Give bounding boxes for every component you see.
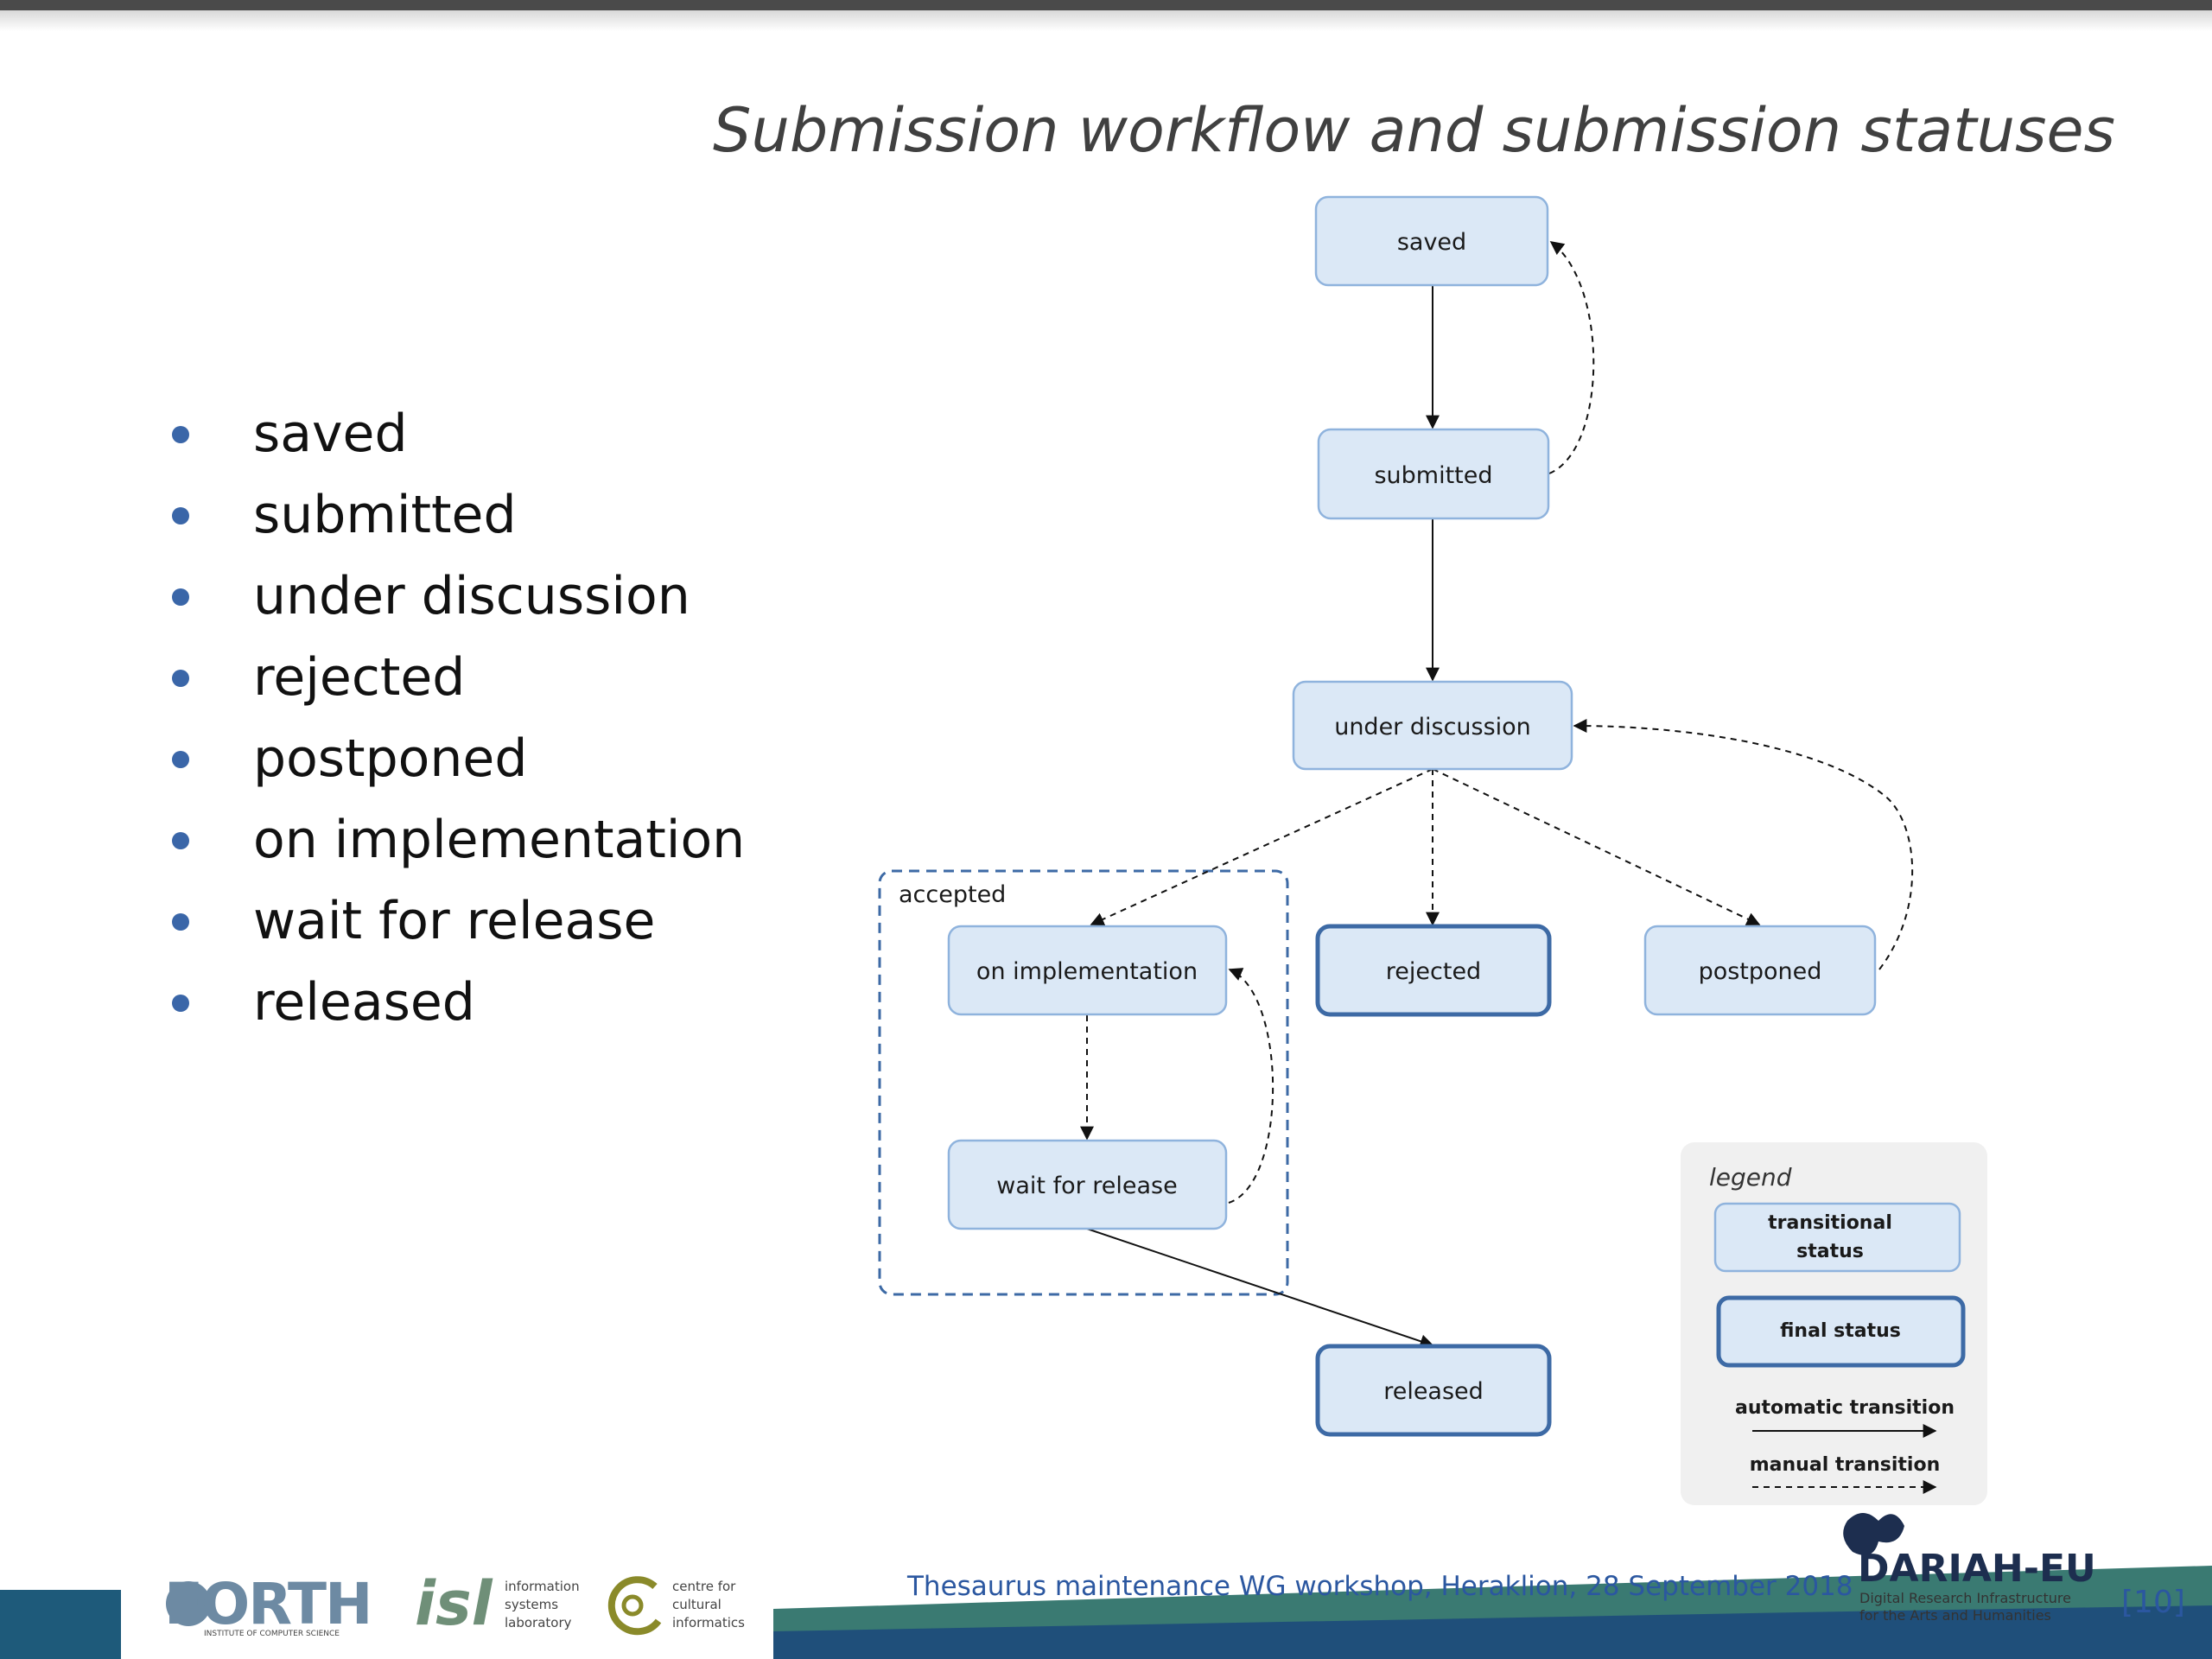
node-submitted: submitted <box>1317 428 1550 520</box>
legend-transitional-swatch <box>1713 1202 1961 1273</box>
accepted-group-label: accepted <box>899 881 1006 908</box>
accepted-group-border <box>878 869 1289 1296</box>
cci-logo-icon <box>607 1576 662 1636</box>
cci-logo-inner-icon <box>621 1594 644 1617</box>
bullet-icon <box>172 670 189 687</box>
node-label: rejected <box>1386 958 1481 985</box>
bullet-icon <box>172 913 189 931</box>
dariah-flower-icon <box>1843 1513 1904 1555</box>
edge-wait-released <box>1086 1228 1434 1348</box>
legend-final-swatch <box>1716 1295 1966 1368</box>
legend-transitional-label: transitional <box>1768 1212 1892 1234</box>
legend-final-label: final status <box>1780 1320 1901 1342</box>
status-list: saved submitted under discussion rejecte… <box>168 393 745 1043</box>
node-saved: saved <box>1314 195 1549 287</box>
bullet-icon <box>172 588 189 606</box>
list-item-label: under discussion <box>253 566 690 626</box>
list-item: postponed <box>168 718 745 799</box>
isl-logo-subtitle: information systems laboratory <box>505 1579 580 1630</box>
footer-left-block <box>0 1590 121 1659</box>
node-on-implementation: on implementation <box>947 925 1228 1016</box>
node-under-discussion: under discussion <box>1292 680 1573 771</box>
node-label: released <box>1383 1378 1484 1405</box>
legend: legend transitional status final status … <box>1681 1142 1987 1505</box>
list-item-label: released <box>253 972 475 1033</box>
bullet-icon <box>172 832 189 849</box>
bullet-icon <box>172 426 189 443</box>
edge-discussion-implementation <box>1090 768 1433 926</box>
isl-logo: isl <box>415 1568 493 1639</box>
edges <box>1080 241 1914 1348</box>
dariah-logo-subtitle: Digital Research Infrastructure for the … <box>1859 1590 2071 1624</box>
footer-band-blue <box>773 1605 2212 1659</box>
node-label: saved <box>1397 229 1466 256</box>
accepted-group: accepted <box>878 869 1289 1296</box>
list-item: saved <box>168 393 745 474</box>
node-released: released <box>1315 1344 1552 1437</box>
bullet-icon <box>172 995 189 1012</box>
edge-postponed-discussion <box>1573 719 1914 970</box>
node-label: wait for release <box>996 1173 1177 1199</box>
footer-event-text: Thesaurus maintenance WG workshop, Herak… <box>907 1571 1853 1602</box>
bullet-icon <box>172 507 189 524</box>
list-item: rejected <box>168 637 745 718</box>
list-item: wait for release <box>168 880 745 962</box>
edge-discussion-postponed <box>1432 768 1761 926</box>
node-label: on implementation <box>976 958 1198 985</box>
cci-logo-subtitle: centre for cultural informatics <box>672 1579 745 1630</box>
list-item-label: submitted <box>253 485 517 545</box>
node-label: postponed <box>1699 958 1822 985</box>
legend-automatic-label: automatic transition <box>1735 1397 1955 1419</box>
node-postponed: postponed <box>1643 925 1877 1016</box>
page-number: [10] <box>2121 1585 2185 1620</box>
node-wait-for-release: wait for release <box>947 1139 1228 1230</box>
node-label: submitted <box>1374 462 1492 489</box>
top-shade <box>0 10 2212 31</box>
edge-wait-implementation <box>1228 968 1274 1204</box>
edge-submitted-saved <box>1548 241 1595 474</box>
bullet-icon <box>172 751 189 768</box>
list-item: on implementation <box>168 799 745 880</box>
forth-emblem-icon <box>166 1581 211 1626</box>
list-item-label: rejected <box>253 647 466 708</box>
top-bar <box>0 0 2212 10</box>
legend-transitional-label-2: status <box>1796 1241 1864 1262</box>
dariah-logo: DARIAH-EU <box>1858 1547 2096 1591</box>
list-item: under discussion <box>168 556 745 637</box>
node-label: under discussion <box>1334 714 1531 741</box>
list-item-label: on implementation <box>253 810 746 870</box>
list-item: submitted <box>168 474 745 556</box>
list-item-label: wait for release <box>253 891 656 951</box>
legend-title: legend <box>1709 1163 1792 1192</box>
node-rejected: rejected <box>1315 924 1552 1017</box>
forth-logo: FORTH <box>164 1571 372 1637</box>
slide-title: Submission workflow and submission statu… <box>713 95 2115 166</box>
footer-band <box>0 1566 2212 1659</box>
legend-manual-label: manual transition <box>1750 1454 1940 1476</box>
list-item-label: saved <box>253 404 408 464</box>
list-item: released <box>168 962 745 1043</box>
forth-logo-subtitle: INSTITUTE OF COMPUTER SCIENCE <box>204 1630 340 1638</box>
list-item-label: postponed <box>253 728 528 789</box>
